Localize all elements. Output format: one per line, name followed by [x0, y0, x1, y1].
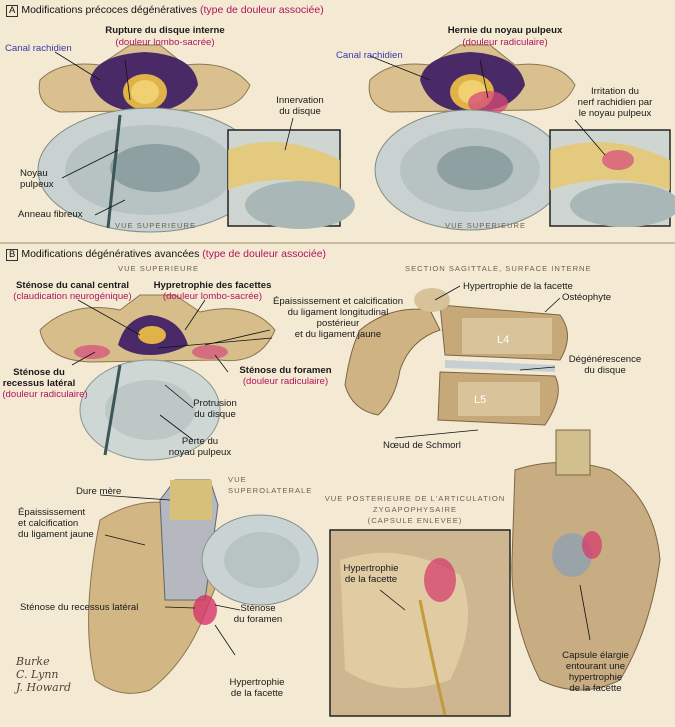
b-superolat-view-2: SUPEROLATERALE: [228, 486, 313, 495]
b-post-view-2: ZYGAPOPHYSAIRE: [372, 505, 458, 514]
leader-lines: [54, 51, 606, 656]
a-right-inset: [549, 129, 675, 227]
b-post-view-1: VUE POSTERIEURE DE L'ARTICULATION: [324, 494, 506, 503]
section-b-title-tag: (type de douleur associée): [202, 248, 327, 260]
a-right-view-caption: VUE SUPERIEURE: [445, 221, 527, 230]
a-left-noyau-2: pulpeux: [20, 179, 54, 190]
b-capsule-1: Capsule élargie: [562, 650, 629, 661]
b-epaiss-1: Épaississement et calcification: [272, 296, 404, 307]
b-hypertrophie-facettes: Hypretrophie des facettes: [153, 280, 272, 291]
b-douleur-rad-recessus: (douleur radiculaire): [2, 389, 88, 400]
b-epaiss-4: et du ligament jaune: [294, 329, 382, 340]
b-sag-hypertrophie: Hypertrophie de la facette: [463, 281, 573, 292]
b-label-l5: L5: [474, 394, 487, 406]
b-axial-view-caption: VUE SUPERIEURE: [118, 264, 200, 273]
b-post-hyper-1: Hypertrophie: [343, 563, 399, 574]
section-a-box: A: [6, 5, 19, 17]
b-superolat-view-1: VUE: [228, 475, 247, 484]
b-stenose-canal: Sténose du canal central: [15, 280, 130, 291]
b-schmorl: Nœud de Schmorl: [383, 440, 461, 451]
b-hyper-2: de la facette: [230, 688, 284, 699]
b-degen-2: du disque: [584, 365, 626, 376]
b-lig-jaune-3: du ligament jaune: [18, 529, 94, 540]
b-label-l4: L4: [497, 334, 510, 346]
b-axial-vertebra: [39, 294, 276, 461]
a-right-irritation-3: le noyau pulpeux: [578, 108, 652, 119]
b-superolateral: [88, 479, 319, 694]
a-left-innervation-2: du disque: [279, 106, 321, 117]
a-left-heading-pain: (douleur lombo-sacrée): [115, 37, 215, 48]
a-right-vertebra: [368, 44, 576, 231]
b-degen-1: Dégénérescence: [568, 354, 642, 365]
b-capsule-3: hypertrophie: [568, 672, 623, 683]
b-sagittal-view-caption: SECTION SAGITTALE, SURFACE INTERNE: [405, 264, 592, 273]
b-hyper-1: Hypertrophie: [229, 677, 285, 688]
a-left-innervation-1: Innervation: [276, 95, 324, 106]
b-epaiss-2: du ligament longitudinal: [287, 307, 389, 318]
b-protrusion-1: Protrusion: [193, 398, 237, 409]
b-stenose-foramen: Sténose du foramen: [239, 365, 332, 376]
b-perte-2: noyau pulpeux: [168, 447, 232, 458]
section-b-title-text: Modifications dégénératives avancées: [21, 248, 200, 260]
a-left-heading: Rupture du disque interne: [105, 25, 225, 36]
a-left-vertebra: [37, 44, 263, 233]
b-foramen-2: du foramen: [233, 614, 283, 625]
section-b-box: B: [6, 249, 19, 261]
b-capsule-4: de la facette: [569, 683, 622, 694]
signature-line-2: C. Lynn: [16, 668, 59, 681]
a-right-heading-pain: (douleur radiculaire): [462, 37, 548, 48]
b-posterior-vertebrae: [511, 429, 661, 691]
b-perte-1: Perte du: [181, 436, 219, 447]
a-left-inset: [227, 129, 355, 229]
b-osteophyte: Ostéophyte: [562, 292, 612, 303]
b-douleur-rad-foramen: (douleur radiculaire): [242, 376, 329, 387]
a-right-heading: Hernie du noyau pulpeux: [447, 25, 563, 36]
b-stenose-recessus-2: recessus latéral: [2, 378, 76, 389]
b-epaiss-3: postérieur: [316, 318, 360, 329]
b-douleur-lombo: (douleur lombo-sacrée): [162, 291, 263, 302]
b-capsule-2: entourant une: [565, 661, 626, 672]
section-a-title-tag: (type de douleur associée): [199, 4, 324, 16]
b-foramen-1: Sténose: [240, 603, 276, 614]
b-claudication: (claudication neurogénique): [13, 291, 132, 302]
b-stenose-recessus-1: Sténose du: [13, 367, 65, 378]
a-right-irritation-1: Irritation du: [591, 86, 639, 97]
b-sagittal-section: [344, 288, 568, 426]
a-left-noyau-1: Noyau: [20, 168, 48, 179]
b-zygapophyseal-inset: [329, 529, 511, 717]
b-lig-jaune-2: et calcification: [18, 518, 79, 529]
a-right-canal-label: Canal rachidien: [336, 50, 403, 61]
section-a-title-text: Modifications précoces dégénératives: [21, 4, 198, 16]
b-protrusion-2: du disque: [194, 409, 236, 420]
b-recessus-lateral: Sténose du recessus latéral: [20, 602, 139, 613]
artist-signature: Burke C. Lynn J. Howard: [16, 655, 71, 694]
b-post-view-3: (CAPSULE ENLEVEE): [367, 516, 463, 525]
b-post-hyper-2: de la facette: [344, 574, 398, 585]
a-left-canal-label: Canal rachidien: [5, 43, 72, 54]
a-right-irritation-2: nerf rachidien par: [577, 97, 653, 108]
signature-line-1: Burke: [16, 655, 50, 668]
b-dure-mere: Dure mère: [76, 486, 122, 497]
a-left-view-caption: VUE SUPERIEURE: [115, 221, 197, 230]
signature-line-3: J. Howard: [16, 681, 72, 694]
b-lig-jaune-1: Épaississement: [18, 507, 86, 518]
a-left-anneau: Anneau fibreux: [18, 209, 83, 220]
